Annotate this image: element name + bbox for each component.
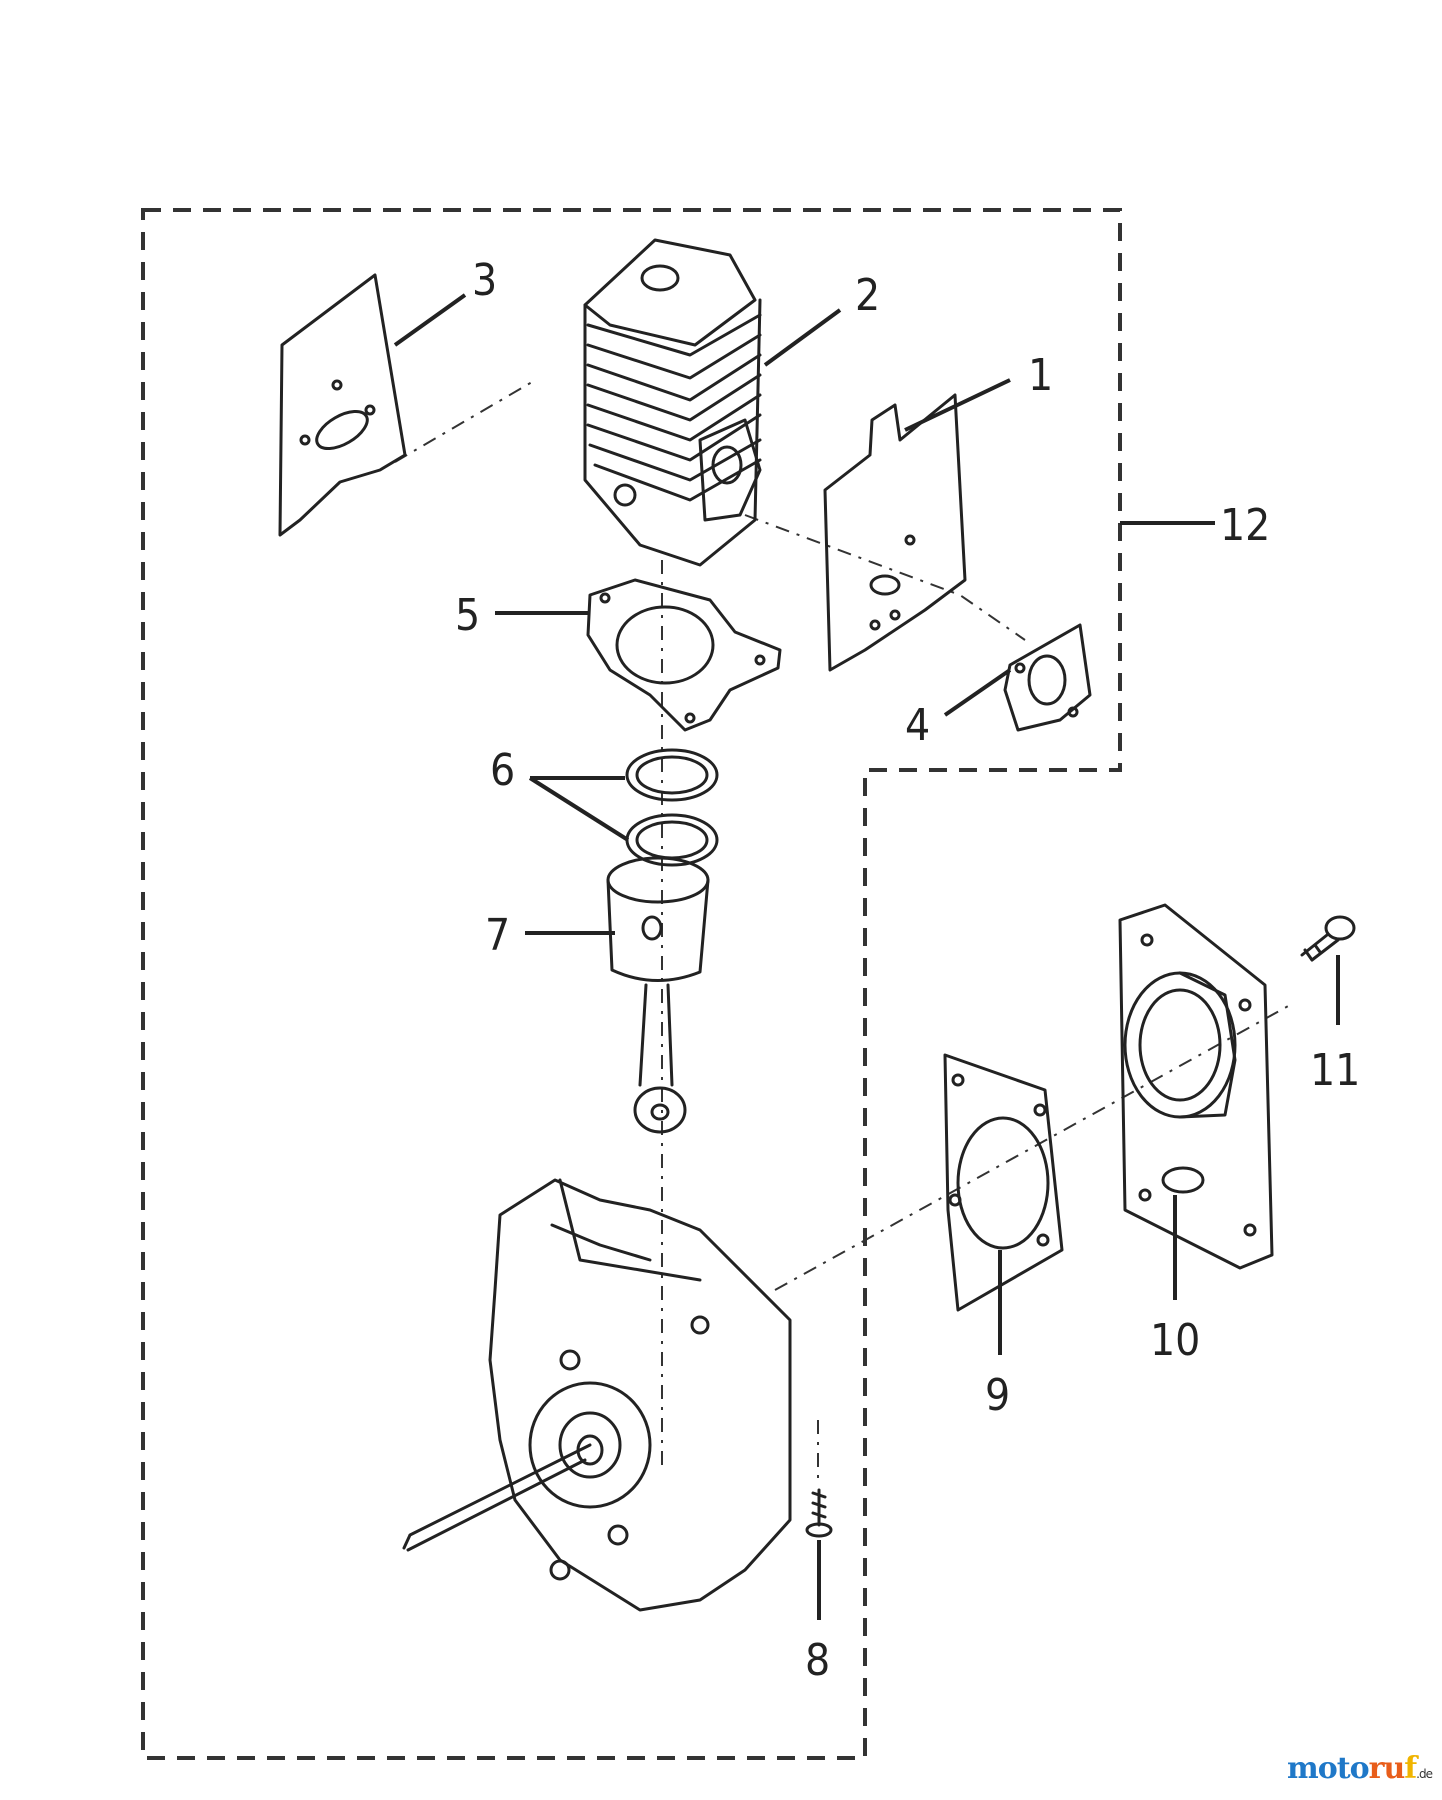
part-11-screw [1300,915,1356,962]
watermark-logo: motoruf.de [1287,1751,1433,1786]
label-6: 6 [490,745,515,796]
part-6-piston-rings [625,748,719,867]
label-12: 12 [1220,500,1270,551]
assembly-group-boundary [141,208,1122,1760]
part-8-bolt [805,1488,833,1538]
center-axis-recoil [774,1004,1291,1291]
label-2: 2 [855,270,880,321]
part-3-muffler-gasket [278,273,407,537]
crankcase [402,1178,792,1612]
label-4: 4 [905,700,930,751]
leader-6b [528,776,630,842]
part-9-crankcase-gasket [943,1053,1064,1312]
part-1-insulator-plate [823,393,967,672]
leader-4 [943,668,1012,717]
label-5: 5 [455,590,480,641]
label-9: 9 [985,1370,1010,1421]
part-4-intake-gasket [1003,623,1092,732]
label-10: 10 [1150,1315,1200,1366]
label-7: 7 [485,910,510,961]
part-2-cylinder [583,238,762,567]
watermark-mid: ru [1368,1751,1406,1786]
part-7-piston-rod [606,856,710,1134]
watermark-end: f [1404,1751,1417,1786]
part-5-base-gasket [586,578,782,732]
part-10-crankcase-cover [1118,903,1274,1270]
center-axis-intake [744,514,1026,641]
watermark-pre: moto [1287,1751,1370,1786]
leader-1 [904,378,1011,432]
leader-2 [763,308,842,367]
center-axis-gasket [394,381,533,463]
label-1: 1 [1028,350,1053,401]
leader-3 [393,293,467,347]
label-8: 8 [805,1635,830,1686]
label-3: 3 [472,255,497,306]
label-11: 11 [1310,1045,1360,1096]
watermark-suffix: .de [1416,1767,1433,1781]
